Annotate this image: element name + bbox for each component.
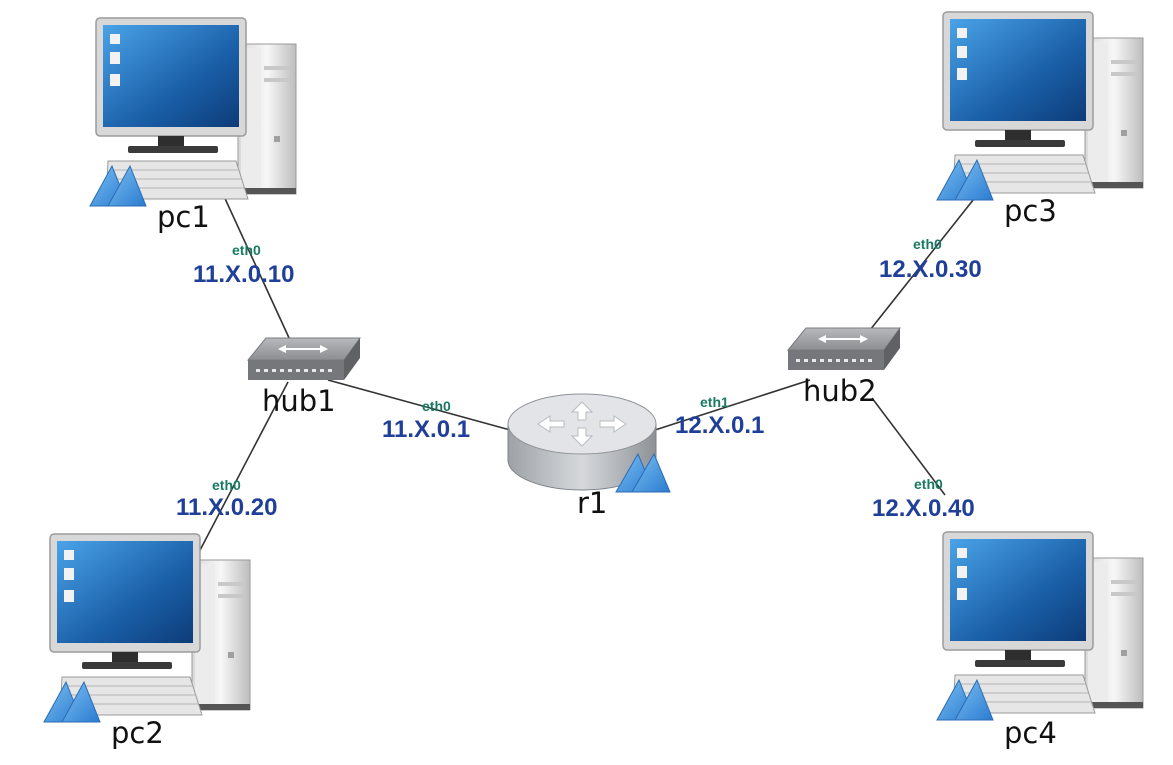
r1-eth1-ip-address: 12.X.0.1 — [675, 412, 765, 439]
links — [197, 184, 986, 555]
pc4-label: pc4 — [1004, 716, 1057, 750]
pc2-iface-label: eth0 — [212, 477, 241, 493]
link-hub2-pc4 — [871, 397, 946, 496]
r1-label: r1 — [577, 486, 608, 520]
pc4-ip-address: 12.X.0.40 — [872, 495, 975, 522]
pc1-icon[interactable] — [89, 17, 297, 207]
pc1-ip-address: 11.X.0.10 — [193, 261, 295, 288]
router-icon[interactable] — [507, 393, 671, 493]
pc3-icon[interactable] — [936, 11, 1144, 201]
hub1-label: hub1 — [262, 384, 336, 418]
pc3-ip-address: 12.X.0.30 — [879, 256, 982, 283]
hub2-icon[interactable] — [787, 327, 901, 371]
pc1-iface-label: eth0 — [232, 242, 261, 258]
pc2-ip-address: 11.X.0.20 — [176, 494, 278, 521]
hub1-icon[interactable] — [247, 337, 361, 381]
hub2-label: hub2 — [803, 374, 877, 408]
r1-eth1-iface-label: eth1 — [700, 394, 729, 410]
pc3-iface-label: eth0 — [913, 236, 942, 252]
pc1-label: pc1 — [157, 200, 210, 234]
pc2-label: pc2 — [111, 716, 164, 750]
pc3-label: pc3 — [1004, 194, 1057, 228]
link-r1-hub2 — [654, 379, 811, 431]
link-hub1-r1 — [327, 379, 511, 431]
pc4-icon[interactable] — [936, 531, 1144, 721]
link-pc1-hub1 — [221, 191, 291, 341]
link-pc2-hub1 — [197, 381, 289, 555]
pc2-icon[interactable] — [43, 533, 251, 723]
link-hub2-pc3 — [869, 184, 986, 331]
r1-eth0-iface-label: eth0 — [422, 398, 451, 414]
r1-eth0-ip-address: 11.X.0.1 — [382, 416, 471, 443]
pc4-iface-label: eth0 — [914, 476, 943, 492]
